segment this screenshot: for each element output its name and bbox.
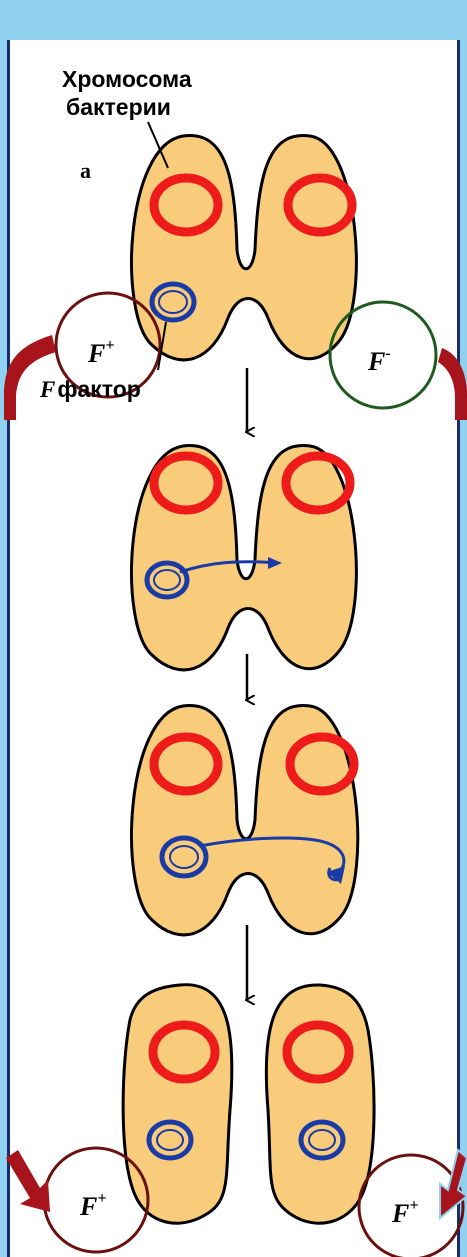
panel-letter: а xyxy=(80,158,91,183)
chromosome-label-line2: бактерии xyxy=(66,94,171,120)
frame-left xyxy=(7,40,10,1257)
cell-left-4 xyxy=(123,985,232,1224)
chromosome-label-line1: Хромосома xyxy=(62,66,192,92)
frame-right xyxy=(457,40,460,1257)
f-factor-label: Fфактор xyxy=(39,376,141,402)
